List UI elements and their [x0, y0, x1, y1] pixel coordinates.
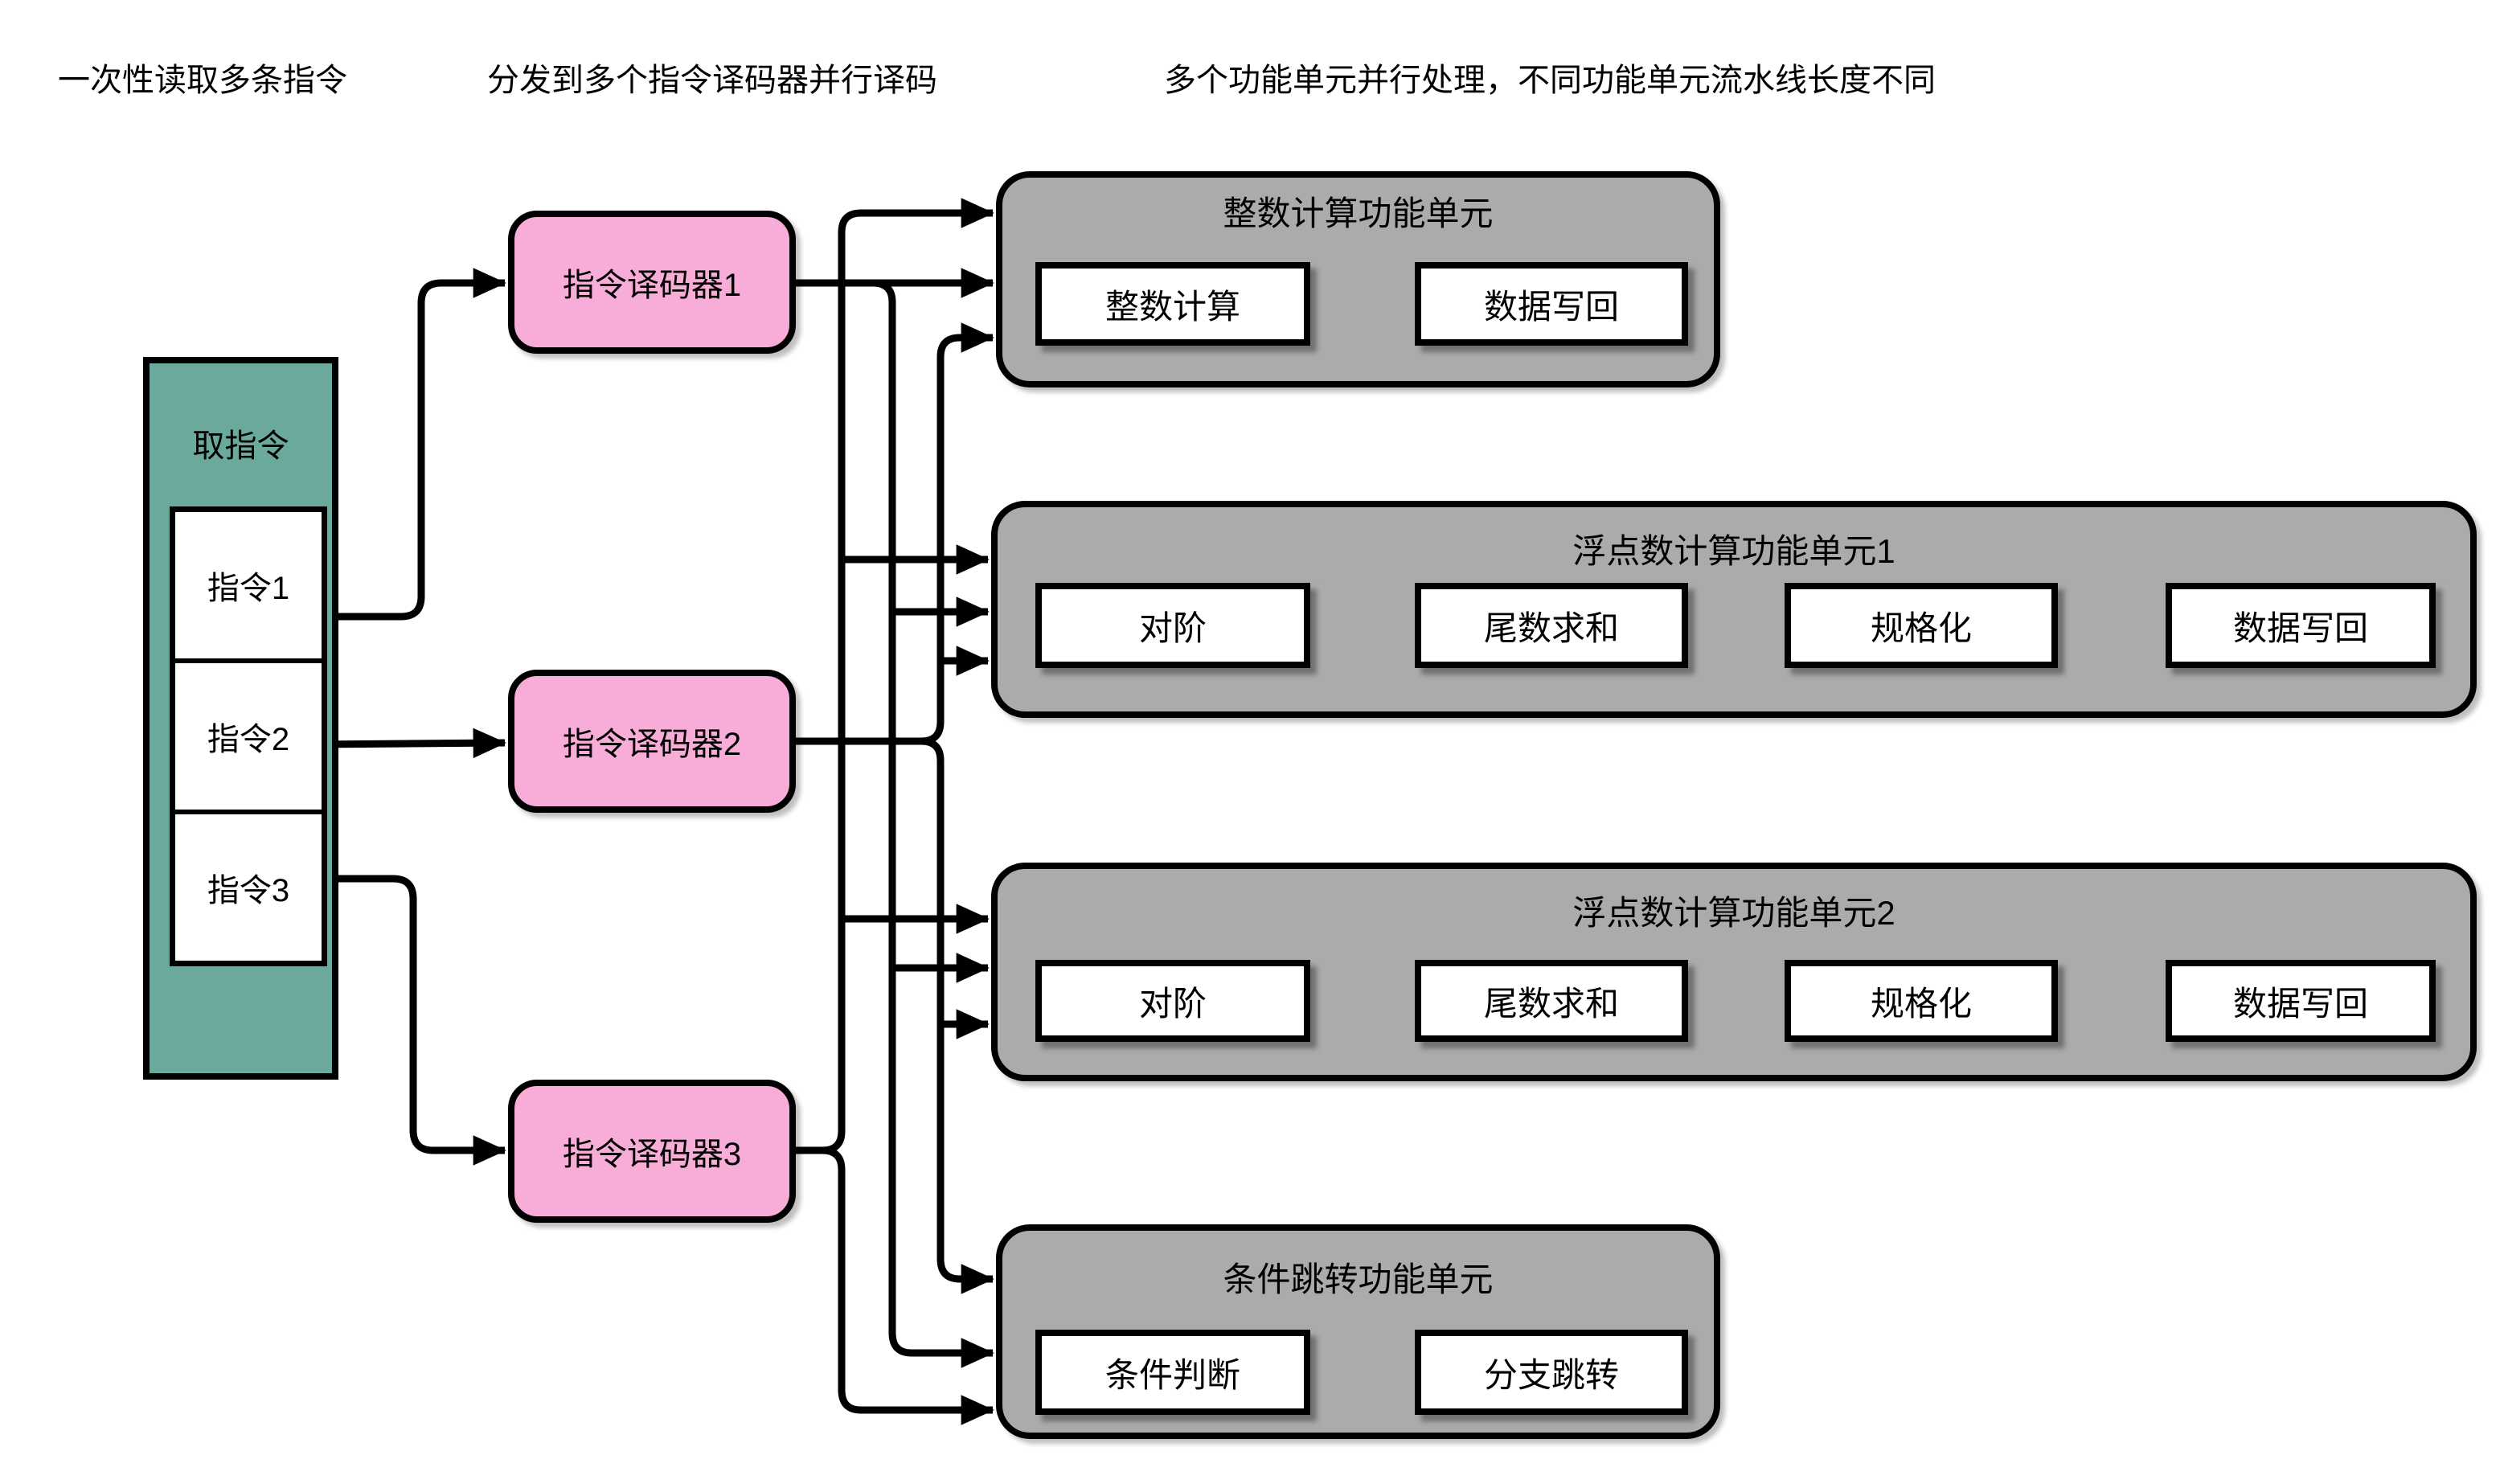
- fetch-block: 取指令 指令1 指令2 指令3: [143, 357, 338, 1080]
- wire-inst3-decoder3: [315, 875, 506, 1166]
- stage-branch-jump: 分支跳转: [1415, 1330, 1688, 1415]
- decoder-1: 指令译码器1: [508, 211, 796, 354]
- wire-d3-down: [822, 1146, 994, 1425]
- unit-float-2-title: 浮点数计算功能单元2: [1572, 894, 1895, 932]
- unit-integer-title: 整数计算功能单元: [1223, 195, 1494, 232]
- stage-integer-writeback: 数据写回: [1415, 262, 1688, 346]
- instruction-3: 指令3: [175, 810, 322, 961]
- stage-f1-mantissa-sum: 尾数求和: [1415, 583, 1688, 668]
- instruction-1: 指令1: [175, 512, 322, 658]
- unit-branch: 条件跳转功能单元 条件判断 分支跳转: [996, 1224, 1720, 1439]
- stage-f2-writeback: 数据写回: [2166, 960, 2436, 1042]
- unit-float-1-title: 浮点数计算功能单元1: [1572, 532, 1895, 570]
- decoder-3: 指令译码器3: [508, 1080, 796, 1223]
- wire-inst1-decoder1: [315, 268, 506, 621]
- annotation-units: 多个功能单元并行处理，不同功能单元流水线长度不同: [1164, 63, 1936, 98]
- unit-float-1: 浮点数计算功能单元1 对阶 尾数求和 规格化 数据写回: [991, 501, 2477, 718]
- wire-d1-trunk: [872, 279, 994, 1368]
- unit-branch-title: 条件跳转功能单元: [1223, 1261, 1494, 1298]
- wire-d2-down: [920, 737, 994, 1294]
- stage-f1-normalize: 规格化: [1785, 583, 2058, 668]
- instruction-2: 指令2: [175, 658, 322, 810]
- wire-d2-up: [796, 322, 994, 745]
- wire-d3-up: [796, 198, 994, 1154]
- annotation-dispatch: 分发到多个指令译码器并行译码: [487, 63, 937, 98]
- stage-integer-calc: 整数计算: [1035, 262, 1310, 346]
- unit-integer: 整数计算功能单元 整数计算 数据写回: [996, 171, 1720, 387]
- wire-inst2-decoder2: [314, 728, 506, 759]
- stage-f2-align: 对阶: [1035, 960, 1310, 1042]
- annotation-fetch: 一次性读取多条指令: [58, 63, 347, 98]
- stage-f1-align: 对阶: [1035, 583, 1310, 668]
- stage-f2-mantissa-sum: 尾数求和: [1415, 960, 1688, 1042]
- decoder-2: 指令译码器2: [508, 670, 796, 813]
- stage-branch-condition: 条件判断: [1035, 1330, 1310, 1415]
- unit-float-2: 浮点数计算功能单元2 对阶 尾数求和 规格化 数据写回: [991, 863, 2477, 1081]
- stage-f1-writeback: 数据写回: [2166, 583, 2436, 668]
- stage-f2-normalize: 规格化: [1785, 960, 2058, 1042]
- instruction-stack: 指令1 指令2 指令3: [170, 506, 327, 966]
- fetch-block-title: 取指令: [192, 428, 289, 464]
